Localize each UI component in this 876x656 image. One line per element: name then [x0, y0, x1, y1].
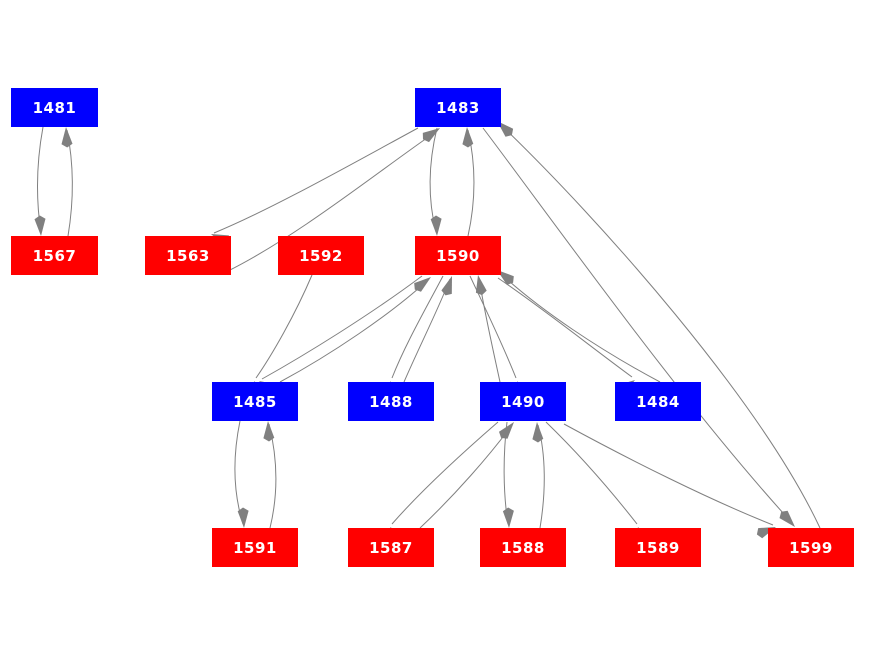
- graph-node-1599[interactable]: 1599: [768, 528, 854, 567]
- arrowhead-1563-to-1483: [422, 128, 440, 143]
- graph-node-label: 1587: [369, 538, 413, 557]
- graph-node-label: 1567: [32, 246, 77, 265]
- arrowhead-1485-to-1591: [237, 507, 249, 528]
- edge-1490-to-1587: [391, 421, 499, 525]
- graph-node-label: 1483: [436, 98, 480, 117]
- graph-node-label: 1590: [436, 246, 480, 265]
- arrowhead-1488-to-1590: [441, 276, 452, 296]
- graph-node-label: 1485: [233, 392, 277, 411]
- graph-node-label: 1589: [636, 538, 680, 557]
- graph-node-label: 1490: [501, 392, 545, 411]
- arrowhead-1483-to-1590: [430, 215, 442, 236]
- arrowhead-1588-to-1490: [532, 422, 544, 443]
- graph-node-label: 1599: [789, 538, 833, 557]
- arrowhead-1490-to-1588: [502, 507, 514, 528]
- graph-node-label: 1563: [166, 246, 210, 265]
- graph-node-1483[interactable]: 1483: [415, 88, 501, 127]
- graph-node-label: 1591: [233, 538, 277, 557]
- graph-node-label: 1588: [501, 538, 545, 557]
- edge-1483-to-1599: [482, 127, 794, 525]
- arrowhead-1591-to-1485: [263, 421, 275, 442]
- graph-node-label: 1488: [369, 392, 413, 411]
- edge-1490-to-1589: [545, 421, 638, 525]
- graph-node-1588[interactable]: 1588: [480, 528, 566, 567]
- arrowhead-1490-to-1590: [475, 275, 487, 296]
- arrowhead-1484-to-1590: [497, 270, 514, 285]
- edge-1563-to-1483: [227, 130, 438, 272]
- graph-node-1488[interactable]: 1488: [348, 382, 434, 421]
- graph-node-1563[interactable]: 1563: [145, 236, 231, 275]
- arrowhead-1599-to-1483: [497, 121, 514, 137]
- arrowhead-1590-to-1483: [462, 127, 474, 148]
- graph-node-label: 1481: [32, 98, 77, 117]
- graph-node-1481[interactable]: 1481: [11, 88, 98, 127]
- edge-1485-to-1590: [279, 279, 429, 383]
- arrowhead-1485-to-1590: [414, 277, 431, 292]
- edge-1483-to-1563: [213, 127, 419, 234]
- graph-node-1567[interactable]: 1567: [11, 236, 98, 275]
- arrowhead-1483-to-1599: [779, 510, 795, 527]
- graph-node-1485[interactable]: 1485: [212, 382, 298, 421]
- graph-node-1592[interactable]: 1592: [278, 236, 364, 275]
- graph-node-1484[interactable]: 1484: [615, 382, 701, 421]
- edge-1590-to-1488: [391, 275, 444, 379]
- edge-1490-to-1599: [563, 423, 774, 526]
- edge-1599-to-1483: [499, 123, 821, 529]
- edge-1590-to-1485: [261, 275, 423, 380]
- graph-node-1490[interactable]: 1490: [480, 382, 566, 421]
- graph-node-label: 1484: [636, 392, 680, 411]
- edge-1587-to-1490: [419, 424, 513, 529]
- graph-node-1591[interactable]: 1591: [212, 528, 298, 567]
- graph-node-1590[interactable]: 1590: [415, 236, 501, 275]
- graph-node-1587[interactable]: 1587: [348, 528, 434, 567]
- arrowhead-1481-to-1567: [34, 215, 46, 236]
- edge-1484-to-1590: [499, 272, 661, 383]
- edge-1590-to-1484: [497, 277, 633, 378]
- arrowhead-1567-to-1481: [61, 127, 73, 148]
- edge-1592-to-1485: [255, 274, 313, 379]
- graph-node-label: 1592: [299, 246, 343, 265]
- graph-node-1589[interactable]: 1589: [615, 528, 701, 567]
- edge-1590-to-1490: [469, 275, 517, 379]
